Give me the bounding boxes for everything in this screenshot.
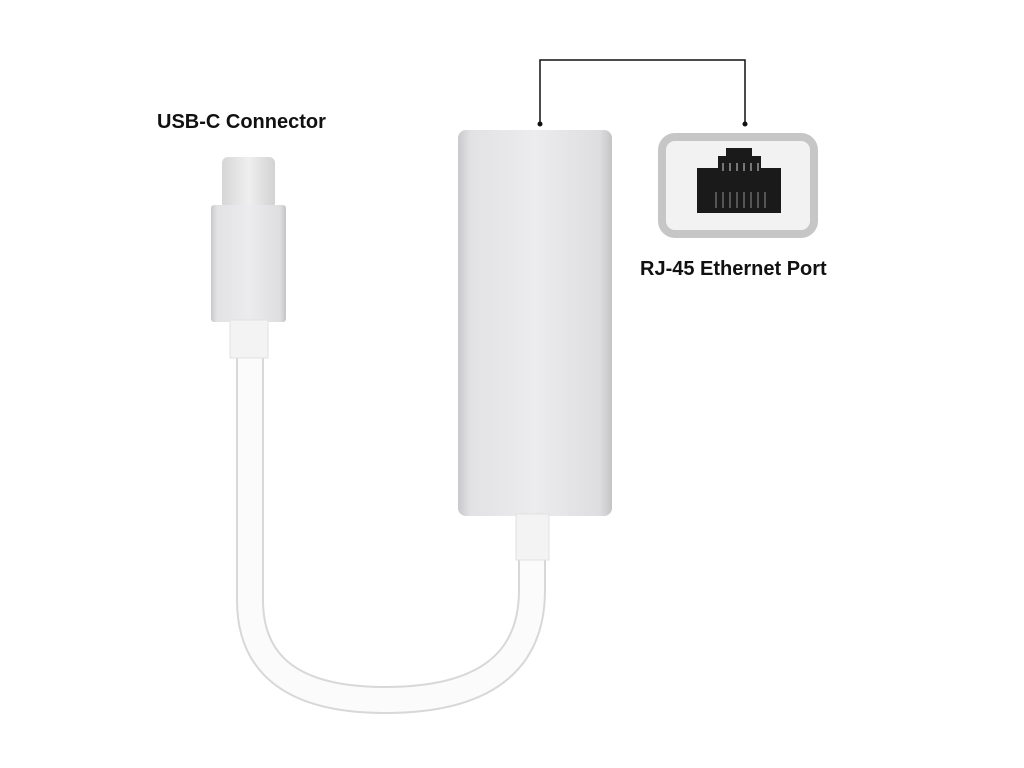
usb-c-plug	[211, 157, 286, 359]
adapter-body	[458, 130, 612, 561]
cable	[236, 350, 546, 715]
rj45-port-label: RJ-45 Ethernet Port	[640, 258, 827, 280]
callout-bracket	[537, 59, 748, 127]
rj45-port-closeup	[658, 133, 818, 238]
rj45-jack-icon	[697, 148, 781, 213]
usb-c-connector-label: USB-C Connector	[157, 111, 326, 133]
